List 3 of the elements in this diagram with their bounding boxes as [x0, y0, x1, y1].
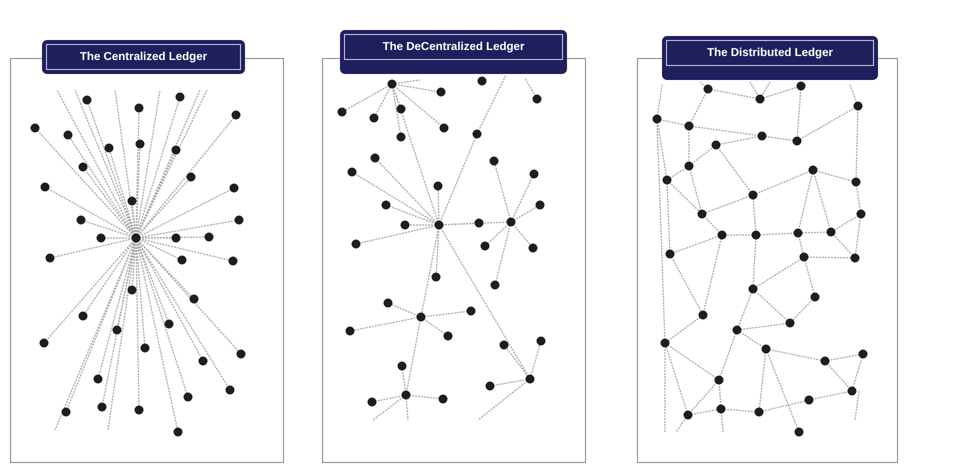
title-badge: The Distributed Ledger — [662, 36, 878, 80]
title-badge: The Centralized Ledger — [42, 40, 245, 74]
title-badge: The DeCentralized Ledger — [340, 30, 567, 74]
